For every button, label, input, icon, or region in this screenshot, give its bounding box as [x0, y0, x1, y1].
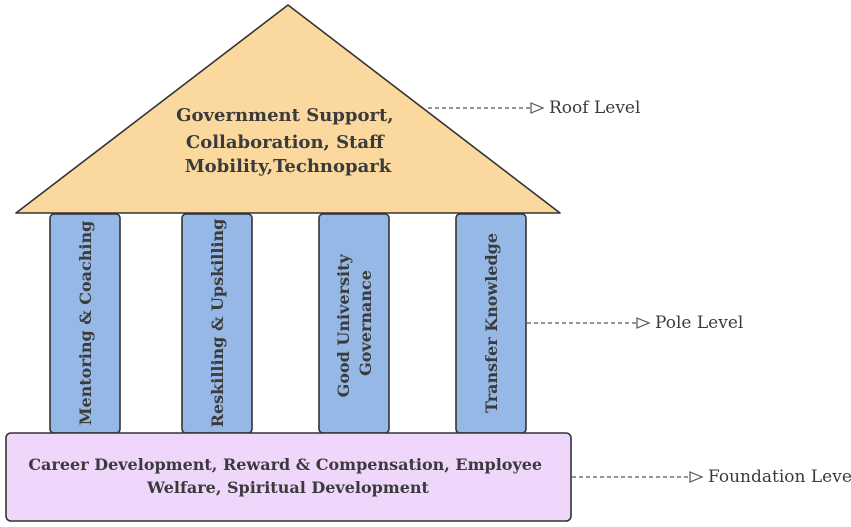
roof-level-annotation: Roof Level: [428, 98, 640, 118]
roof-label-line: Collaboration, Staff: [186, 132, 385, 153]
foundation-level-arrow-icon: [689, 471, 704, 483]
pillar-label: Mentoring & Coaching: [76, 221, 95, 426]
foundation-level-annotation: Foundation Level: [572, 467, 851, 487]
pole-level-annotation: Pole Level: [527, 313, 743, 333]
pole-level-label: Pole Level: [655, 313, 743, 333]
foundation-label: Career Development, Reward & Compensatio…: [28, 455, 547, 497]
foundation: Career Development, Reward & Compensatio…: [5, 432, 572, 522]
roof-level-arrow-icon: [530, 102, 545, 114]
foundation-label-line: Welfare, Spiritual Development: [146, 478, 430, 497]
roof-label-line: Government Support,: [176, 105, 393, 126]
roof: Government Support, Collaboration, Staff…: [15, 4, 561, 214]
roof-level-label: Roof Level: [549, 98, 640, 118]
pillar-label-line: Governance: [356, 270, 375, 376]
pole-level-arrow-icon: [636, 317, 651, 329]
pillar-label: Reskilling & Upskilling: [208, 219, 227, 428]
roof-label: Government Support, Collaboration, Staff…: [176, 105, 400, 177]
pillar-label-line: Mentoring & Coaching: [76, 221, 95, 426]
pillars: Mentoring & Coaching Reskilling & Upskil…: [49, 213, 527, 434]
foundation-block: [5, 432, 572, 522]
pillar-label-line: Reskilling & Upskilling: [208, 219, 227, 428]
pillar: [318, 213, 390, 434]
roof-label-line: Mobility,Technopark: [185, 156, 392, 177]
roof-triangle: [15, 4, 561, 214]
foundation-level-label: Foundation Level: [708, 467, 851, 487]
pillar-label: Good University Governance: [334, 249, 375, 398]
foundation-label-line: Career Development, Reward & Compensatio…: [28, 455, 542, 474]
pillar-label-line: Transfer Knowledge: [482, 233, 501, 413]
pillar-label: Transfer Knowledge: [482, 233, 501, 413]
pillar-label-line: Good University: [334, 254, 353, 398]
